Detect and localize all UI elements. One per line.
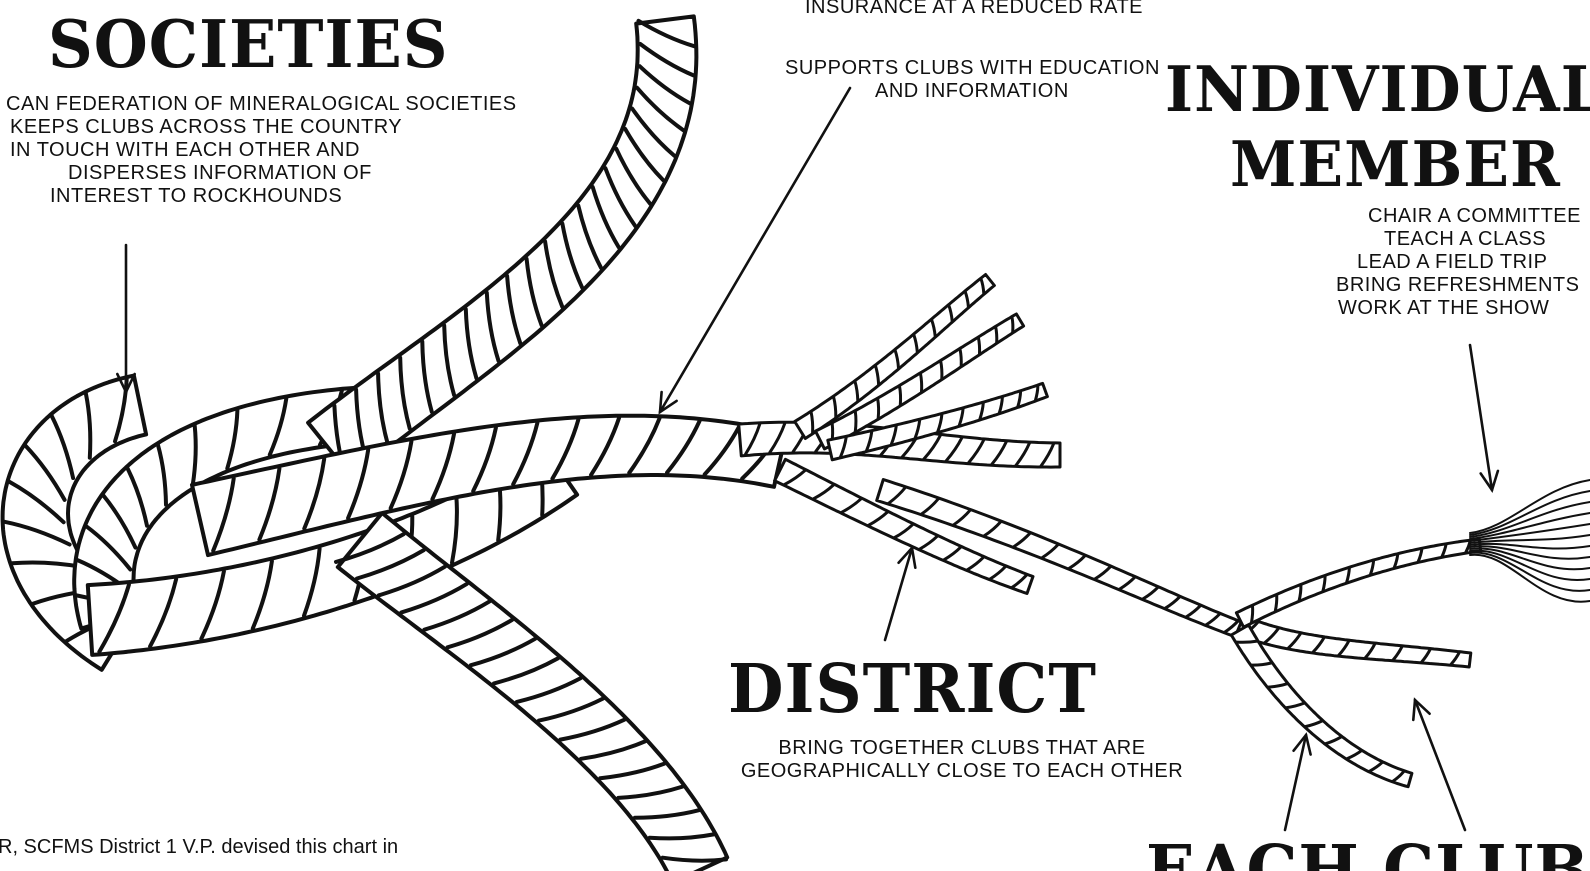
- district-line: GEOGRAPHICALLY CLOSE TO EACH OTHER: [712, 760, 1212, 783]
- rope-main-top: [308, 16, 696, 478]
- insurance-line: INSURANCE AT A REDUCED RATE: [805, 0, 1143, 19]
- rope-club-main: [877, 480, 1243, 638]
- rope-lower: [336, 513, 727, 871]
- club-arrow-1: [1285, 735, 1311, 830]
- each-club-heading: EACH CLUB: [1146, 831, 1589, 871]
- district-arrow: [885, 548, 915, 640]
- district-line: BRING TOGETHER CLUBS THAT ARE: [712, 737, 1212, 760]
- societies-line: CAN FEDERATION OF MINERALOGICAL SOCIETIE…: [0, 93, 556, 116]
- member-arrow: [1470, 345, 1498, 490]
- regional-line: AND INFORMATION: [785, 80, 1185, 103]
- societies-description: CAN FEDERATION OF MINERALOGICAL SOCIETIE…: [0, 93, 556, 208]
- regional-line: SUPPORTS CLUBS WITH EDUCATION: [785, 57, 1185, 80]
- district-description: BRING TOGETHER CLUBS THAT ARE GEOGRAPHIC…: [712, 737, 1212, 783]
- rope-member: [1236, 539, 1480, 627]
- regional-description: SUPPORTS CLUBS WITH EDUCATION AND INFORM…: [785, 57, 1185, 103]
- societies-line: KEEPS CLUBS ACROSS THE COUNTRY: [0, 116, 556, 139]
- footer-credit: R, SCFMS District 1 V.P. devised this ch…: [0, 836, 398, 859]
- individual-line: WORK AT THE SHOW: [1330, 297, 1590, 320]
- individual-heading: INDIVIDUAL: [1165, 53, 1590, 127]
- district-heading: DISTRICT: [728, 650, 1097, 729]
- member-heading: MEMBER: [1230, 128, 1561, 202]
- individual-line: BRING REFRESHMENTS: [1330, 274, 1590, 297]
- club-arrow-2: [1413, 700, 1465, 830]
- societies-line: DISPERSES INFORMATION OF: [0, 162, 556, 185]
- societies-arrow: [117, 245, 134, 392]
- individual-line: TEACH A CLASS: [1330, 228, 1590, 251]
- individual-line: CHAIR A COMMITTEE: [1330, 205, 1590, 228]
- societies-line: INTEREST TO ROCKHOUNDS: [0, 185, 556, 208]
- societies-heading: SOCIETIES: [48, 6, 449, 83]
- individual-description: CHAIR A COMMITTEE TEACH A CLASS LEAD A F…: [1330, 205, 1590, 320]
- societies-line: IN TOUCH WITH EACH OTHER AND: [0, 139, 556, 162]
- rope-frayed-end: [1470, 480, 1590, 602]
- regional-arrow: [660, 88, 850, 412]
- individual-line: LEAD A FIELD TRIP: [1330, 251, 1590, 274]
